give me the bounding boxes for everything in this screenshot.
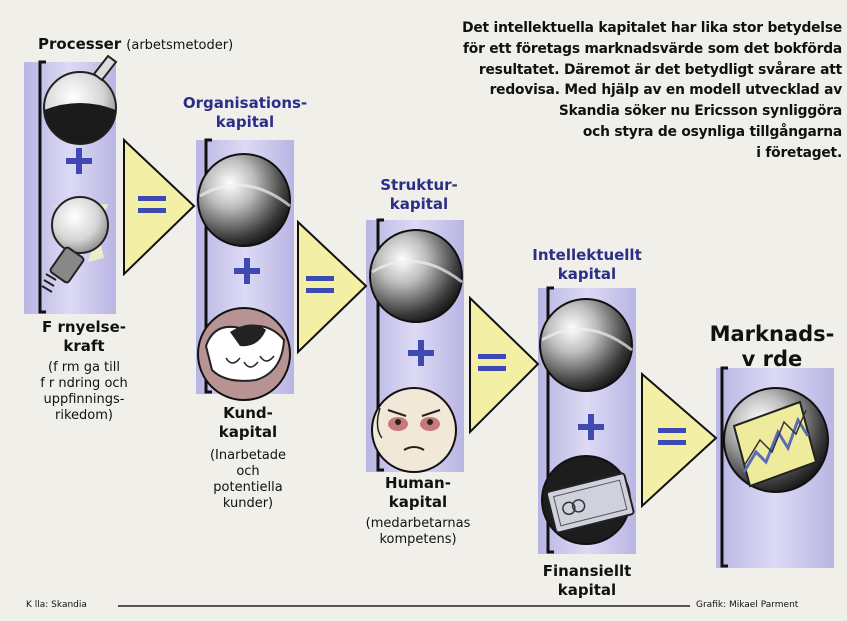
sphere-icon-struktur bbox=[369, 229, 463, 323]
lightbulb-icon bbox=[41, 196, 109, 293]
face-icon bbox=[371, 387, 457, 473]
organisation-title: Organisations- kapital bbox=[182, 94, 308, 131]
intellektuellt-title: Intellektuellt kapital bbox=[532, 246, 642, 283]
processer-title: Processer bbox=[38, 35, 122, 53]
fornyelse-title: F rnyelse- kraft bbox=[42, 318, 126, 355]
processer-subtitle: (arbetsmetoder) bbox=[126, 38, 234, 53]
market-chart-icon bbox=[723, 387, 829, 493]
intro-text: Det intellektuella kapitalet har lika st… bbox=[462, 20, 842, 161]
banknote-icon bbox=[541, 455, 635, 545]
human-title: Human- kapital bbox=[385, 474, 451, 511]
processer-heading: Processer (arbetsmetoder) bbox=[38, 34, 233, 53]
kund-subtitle: (Inarbetade och potentiella kunder) bbox=[209, 448, 287, 511]
sphere-icon-organisation bbox=[197, 153, 291, 247]
graphic-credit: Grafik: Mikael Parment bbox=[696, 600, 799, 610]
struktur-title: Struktur- kapital bbox=[380, 176, 458, 213]
finansiellt-title: Finansiellt kapital bbox=[542, 562, 632, 599]
plus-icon-2 bbox=[234, 258, 260, 284]
kund-title: Kund- kapital bbox=[218, 404, 278, 441]
handshake-icon bbox=[197, 307, 291, 401]
equals-arrow-3 bbox=[469, 295, 540, 435]
sphere-icon-intellektuellt bbox=[539, 298, 633, 392]
source-credit: K lla: Skandia bbox=[26, 600, 87, 610]
marknad-title: Marknads- v rde bbox=[709, 322, 835, 371]
plus-icon-3 bbox=[408, 340, 434, 366]
plus-icon-4 bbox=[578, 414, 604, 440]
plus-icon-1 bbox=[66, 148, 92, 174]
flask-icon bbox=[43, 54, 118, 145]
equals-arrow-1 bbox=[123, 137, 196, 277]
human-subtitle: (medarbetarnas kompetens) bbox=[365, 516, 471, 547]
equals-arrow-2 bbox=[297, 219, 368, 355]
equals-arrow-4 bbox=[641, 371, 718, 509]
fornyelse-subtitle: (f rm ga till f r ndring och uppfinnings… bbox=[40, 360, 128, 423]
